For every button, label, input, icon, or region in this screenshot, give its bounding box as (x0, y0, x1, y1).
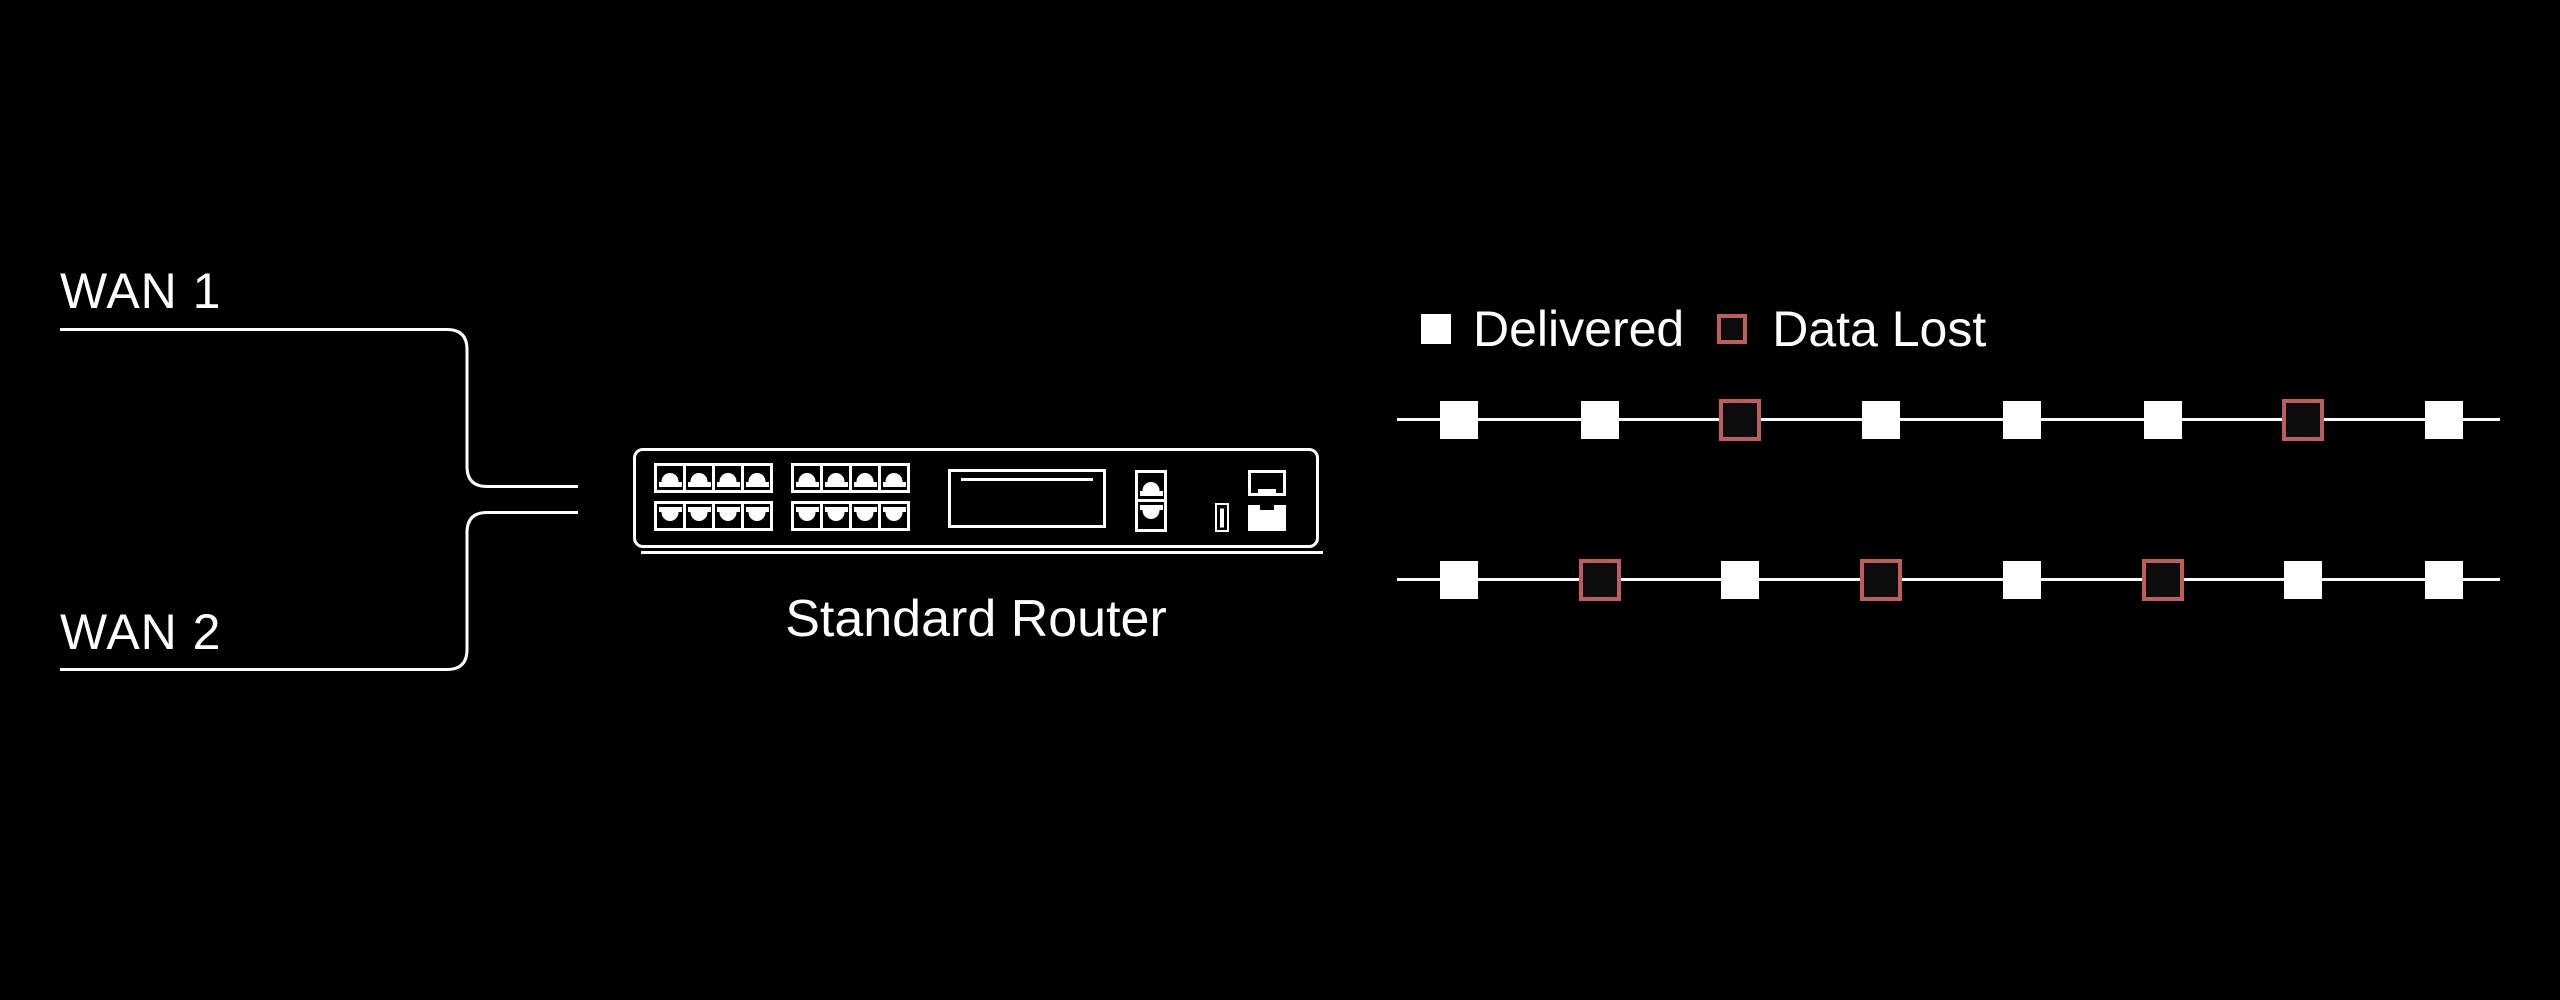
wan2-connector-path (60, 511, 578, 671)
ethernet-port-icon (849, 501, 881, 531)
ethernet-port-icon (683, 501, 715, 531)
wan-port-module (1135, 470, 1167, 532)
sfp-port-2-icon (1248, 505, 1286, 531)
wan-port-divider (1138, 499, 1164, 502)
wan2-label: WAN 2 (60, 604, 222, 660)
packet-delivered-icon (1862, 400, 1901, 439)
ethernet-port-icon (712, 463, 744, 493)
packet-stream-line (1397, 578, 2500, 581)
data-lost-label: Data Lost (1772, 301, 1987, 357)
packet-lost-icon (1719, 398, 1762, 441)
packet-delivered-icon (2424, 400, 2463, 439)
router-chassis (633, 448, 1319, 548)
ethernet-port-row (791, 463, 910, 493)
wan-port-down-icon (1138, 502, 1164, 528)
ethernet-port-icon (878, 501, 910, 531)
ethernet-port-icon (654, 463, 686, 493)
wan1-label: WAN 1 (60, 263, 222, 319)
packet-delivered-icon (1721, 560, 1760, 599)
packet-delivered-icon (2424, 560, 2463, 599)
wan-port-up-icon (1138, 473, 1164, 499)
ethernet-port-icon (791, 463, 823, 493)
router-base-line (641, 551, 1323, 554)
packet-delivered-icon (2143, 400, 2182, 439)
packet-delivered-icon (2284, 560, 2323, 599)
packet-lost-icon (2282, 398, 2325, 441)
packet-delivered-icon (1440, 400, 1478, 439)
packet-lost-icon (1860, 558, 1903, 601)
data-lost-swatch-icon (1717, 314, 1748, 344)
ethernet-port-icon (741, 463, 773, 493)
packet-lost-icon (2141, 558, 2184, 601)
packet-delivered-icon (2002, 560, 2041, 599)
packet-stream-line (1397, 418, 2500, 421)
delivered-label: Delivered (1473, 301, 1685, 357)
legend: Delivered Data Lost (1421, 301, 1986, 357)
ethernet-port-icon (849, 463, 881, 493)
packet-delivered-icon (1440, 560, 1478, 599)
sfp-port-1-icon (1248, 470, 1286, 496)
ethernet-port-row (654, 463, 773, 493)
ethernet-port-icon (654, 501, 686, 531)
router-display-screen (948, 469, 1106, 528)
ethernet-port-row (791, 501, 910, 531)
ethernet-port-icon (683, 463, 715, 493)
ethernet-port-icon (741, 501, 773, 531)
packet-delivered-icon (1580, 400, 1619, 439)
ethernet-port-row (654, 501, 773, 531)
ethernet-port-icon (791, 501, 823, 531)
ethernet-port-icon (820, 501, 852, 531)
router-label: Standard Router (785, 590, 1167, 648)
usb-port-icon (1215, 503, 1229, 532)
ethernet-port-icon (820, 463, 852, 493)
ethernet-port-icon (878, 463, 910, 493)
ethernet-port-icon (712, 501, 744, 531)
router-screen-line (961, 478, 1093, 481)
packet-delivered-icon (2002, 400, 2041, 439)
delivered-swatch-icon (1421, 314, 1451, 344)
wan1-connector-path (60, 328, 578, 488)
packet-lost-icon (1578, 558, 1621, 601)
